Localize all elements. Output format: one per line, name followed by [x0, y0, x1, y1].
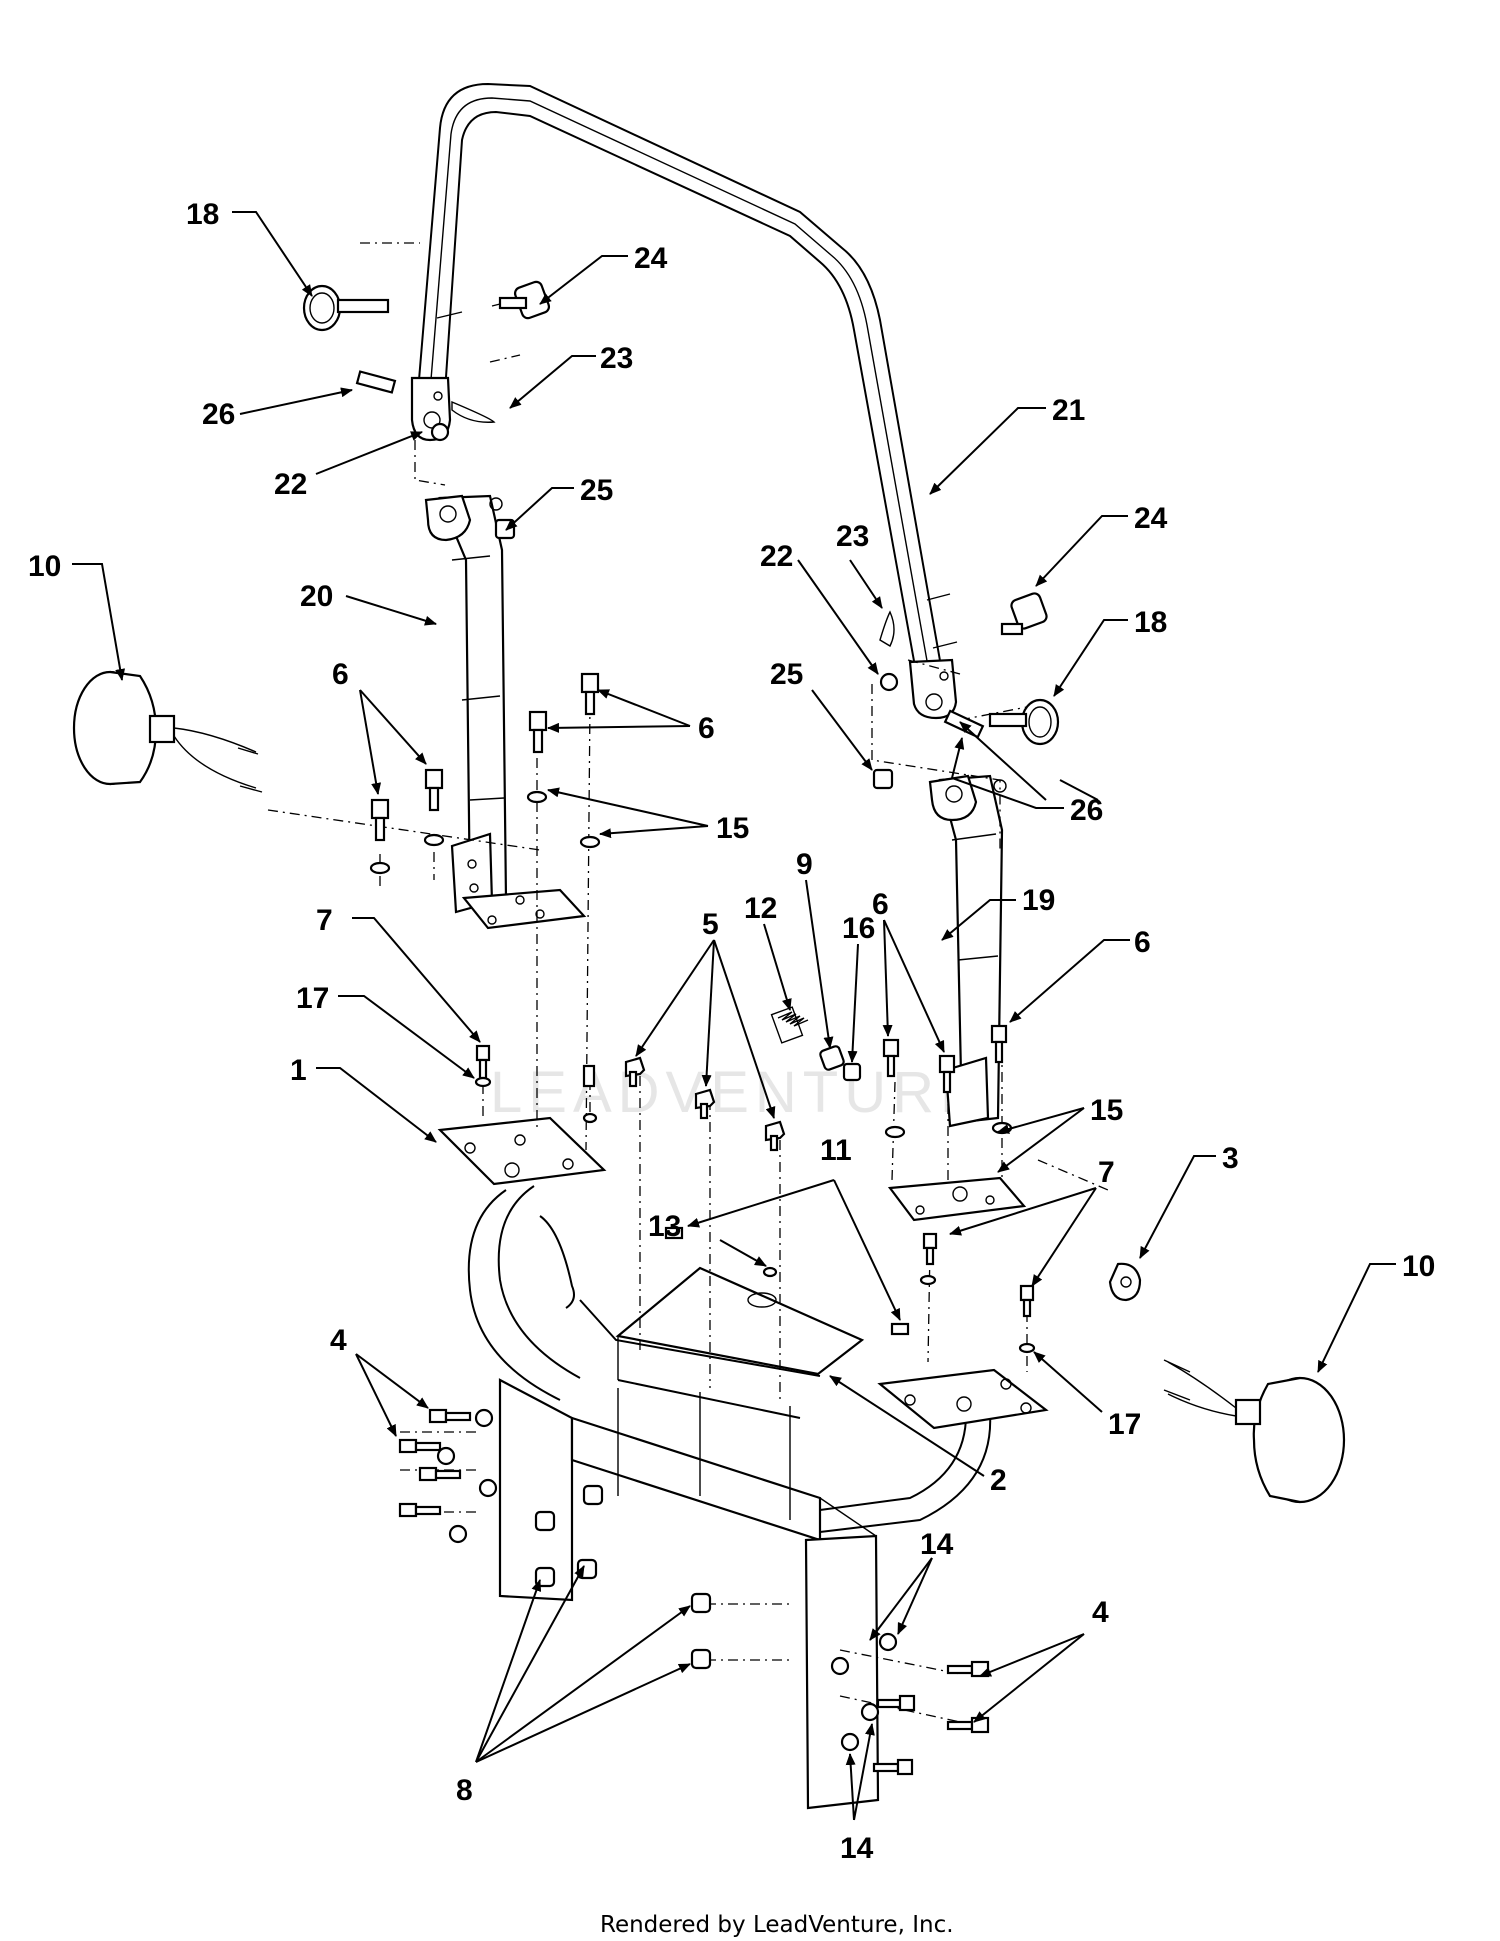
bolts-6	[370, 672, 1008, 1094]
callout-6-left: 6	[332, 658, 349, 691]
bolt-7-left	[475, 1044, 491, 1062]
callout-22-right: 22	[760, 540, 793, 573]
callout-8: 8	[456, 1774, 473, 1807]
callout-7-left: 7	[316, 904, 333, 937]
callout-9: 9	[796, 848, 813, 881]
callout-6-right: 6	[872, 888, 889, 921]
base-frame	[437, 1116, 1049, 1810]
callout-labels: 18 24 23 26 22 25 21 10 20 23 22 24 18 6…	[28, 198, 1435, 1865]
leader-lines	[72, 211, 1396, 1821]
callout-3: 3	[1222, 1142, 1239, 1175]
callout-23-right: 23	[836, 520, 869, 553]
callout-6-center-left: 6	[698, 712, 715, 745]
clevis-pin-right	[943, 709, 985, 739]
callout-12: 12	[744, 892, 777, 925]
callout-4-right: 4	[1092, 1596, 1109, 1629]
work-light-right	[1163, 1359, 1346, 1504]
callout-18-right: 18	[1134, 606, 1167, 639]
clevis-pin-left	[355, 370, 397, 394]
bolts-4-left	[398, 1408, 498, 1544]
callout-14-bottom: 14	[840, 1832, 874, 1865]
callout-18-left: 18	[186, 198, 219, 231]
callout-1: 1	[290, 1054, 307, 1087]
callout-15-left: 15	[716, 812, 749, 845]
screws-5	[624, 1056, 786, 1152]
callout-7-right: 7	[1098, 1156, 1115, 1189]
callout-17-left: 17	[296, 982, 329, 1015]
washers-14	[830, 1632, 898, 1752]
clip-11a	[664, 1226, 684, 1240]
callout-16: 16	[842, 912, 875, 945]
callout-6-far-right: 6	[1134, 926, 1151, 959]
callout-23-left: 23	[600, 342, 633, 375]
callout-25-right: 25	[770, 658, 803, 691]
hair-pin-right	[879, 610, 895, 647]
washer-right	[879, 672, 899, 692]
spring-12	[770, 1006, 809, 1044]
callout-24-right: 24	[1134, 502, 1168, 535]
right-lower-post	[887, 774, 1027, 1222]
washer-17-right	[1018, 1342, 1036, 1354]
knob-pin-left	[491, 280, 551, 320]
callout-10-right: 10	[1402, 1250, 1435, 1283]
washer-left	[430, 422, 450, 442]
assembly-centerlines	[267, 242, 1109, 1723]
watermark: LEADVENTURE	[490, 1060, 985, 1125]
bolts-4-right	[872, 1660, 990, 1776]
callout-2: 2	[990, 1464, 1007, 1497]
callout-24-left: 24	[634, 242, 668, 275]
grommet-3	[1108, 1262, 1142, 1302]
svg-text:LEADVENTURE: LEADVENTURE	[490, 1060, 985, 1125]
knob-pin-right	[1000, 592, 1048, 636]
nuts-8	[534, 1484, 712, 1670]
hair-pin-left	[451, 400, 496, 423]
callout-14-top: 14	[920, 1528, 954, 1561]
callout-25-left: 25	[580, 474, 613, 507]
nut-left	[494, 518, 516, 540]
callout-26-right: 26	[1070, 794, 1103, 827]
callout-13: 13	[648, 1210, 681, 1243]
callout-5: 5	[702, 908, 719, 941]
washer-17-left	[474, 1076, 492, 1088]
callout-10-left: 10	[28, 550, 61, 583]
nut-right	[872, 768, 894, 790]
hardware	[72, 280, 1346, 1776]
callout-4-left: 4	[330, 1324, 347, 1357]
callout-22-left: 22	[274, 468, 307, 501]
callout-19: 19	[1022, 884, 1055, 917]
callout-17-right: 17	[1108, 1408, 1141, 1441]
washers-15	[369, 790, 1013, 1139]
left-lower-post	[424, 494, 587, 930]
work-light-left	[72, 670, 263, 793]
hitch-pin-left	[302, 284, 390, 332]
lock-nut-16	[842, 1062, 862, 1082]
callout-11: 11	[820, 1134, 852, 1167]
hitch-pin-right	[988, 698, 1060, 746]
callout-20: 20	[300, 580, 333, 613]
callout-26-left: 26	[202, 398, 235, 431]
callout-21: 21	[1052, 394, 1085, 427]
washer-13	[762, 1266, 778, 1278]
footer-credit: Rendered by LeadVenture, Inc.	[600, 1912, 954, 1938]
clip-11b	[890, 1322, 910, 1336]
callout-15-right: 15	[1090, 1094, 1123, 1127]
bolt-7-right	[922, 1232, 938, 1250]
